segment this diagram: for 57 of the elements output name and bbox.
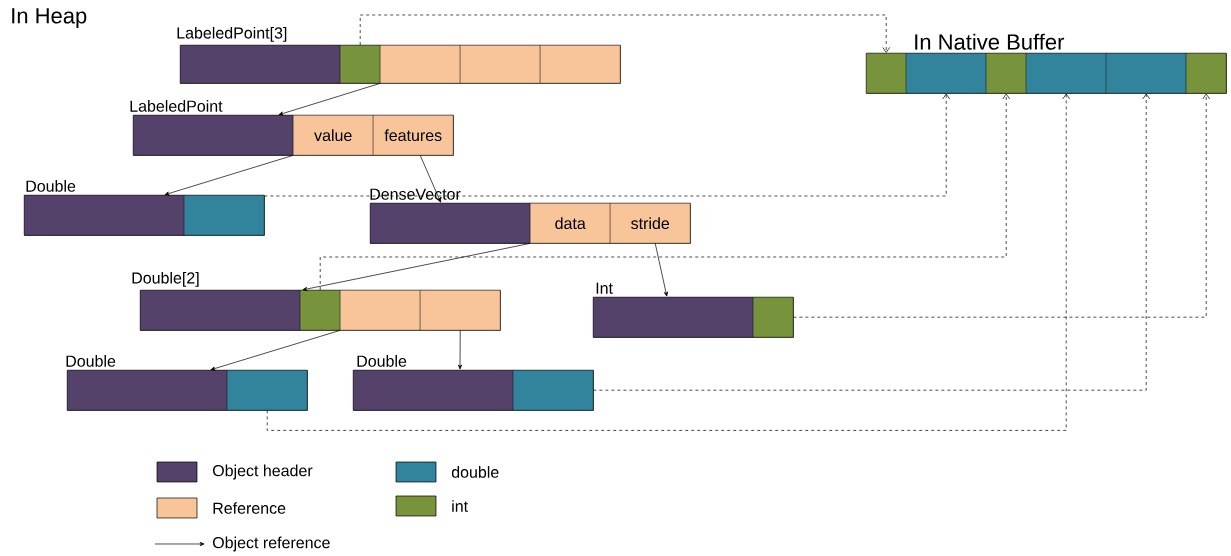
section-title: In Heap bbox=[12, 8, 87, 28]
legend-label: double bbox=[451, 466, 499, 478]
arrow bbox=[458, 330, 463, 370]
object-name: LabeledPoint[3] bbox=[177, 26, 287, 42]
reference-cell bbox=[380, 45, 461, 84]
object-header-cell bbox=[353, 370, 514, 411]
arrow bbox=[164, 155, 294, 196]
arrow bbox=[278, 83, 381, 116]
int-cell bbox=[340, 45, 381, 84]
reference-cell: stride bbox=[610, 203, 691, 244]
reference-cell: features bbox=[373, 115, 454, 156]
reference-cell: data bbox=[530, 203, 611, 244]
legend-label: int bbox=[452, 500, 468, 512]
dashed-arrow bbox=[359, 14, 891, 53]
object-name: Double[2] bbox=[132, 271, 199, 287]
object-name: In Native Buffer bbox=[915, 33, 1065, 50]
object-name: Int bbox=[596, 282, 613, 294]
dashed-arrow bbox=[266, 93, 1071, 431]
reference-cell bbox=[340, 290, 421, 331]
reference-cell: value bbox=[293, 115, 374, 156]
object-header-cell bbox=[593, 297, 754, 338]
object-header-cell bbox=[140, 290, 301, 331]
legend-label: Reference bbox=[213, 502, 286, 514]
object-header-cell bbox=[24, 195, 185, 236]
object-header-cell bbox=[370, 203, 531, 244]
int-cell bbox=[1186, 53, 1227, 94]
double-cell bbox=[1106, 53, 1187, 94]
dashed-arrow bbox=[319, 93, 1011, 291]
double-cell bbox=[1026, 53, 1107, 94]
int-cell bbox=[866, 53, 907, 94]
arrow bbox=[210, 330, 341, 371]
object-header-cell bbox=[67, 370, 228, 411]
reference-cell bbox=[420, 290, 501, 331]
double-cell bbox=[227, 370, 308, 411]
object-name: Double bbox=[357, 355, 407, 367]
int-cell bbox=[300, 290, 341, 331]
int-cell bbox=[986, 53, 1027, 94]
arrow bbox=[654, 243, 668, 297]
object-name: Double bbox=[26, 180, 76, 192]
object-header-cell bbox=[180, 45, 341, 84]
reference-cell bbox=[540, 45, 621, 84]
int-cell bbox=[753, 297, 794, 338]
arrow bbox=[302, 243, 531, 291]
dashed-arrow bbox=[593, 93, 1151, 391]
double-cell bbox=[184, 195, 265, 236]
double-cell bbox=[906, 53, 987, 94]
dashed-arrow bbox=[793, 93, 1211, 318]
double-cell bbox=[513, 370, 594, 411]
object-name: DenseVector bbox=[370, 188, 461, 200]
legend-label: Object reference bbox=[212, 536, 330, 552]
dashed-arrow bbox=[264, 93, 951, 197]
object-name: Double bbox=[66, 355, 116, 367]
object-header-cell bbox=[133, 115, 294, 156]
reference-cell bbox=[460, 45, 541, 84]
legend-label: Object header bbox=[212, 464, 313, 480]
arrow bbox=[419, 155, 441, 203]
object-name: LabeledPoint bbox=[130, 100, 223, 112]
